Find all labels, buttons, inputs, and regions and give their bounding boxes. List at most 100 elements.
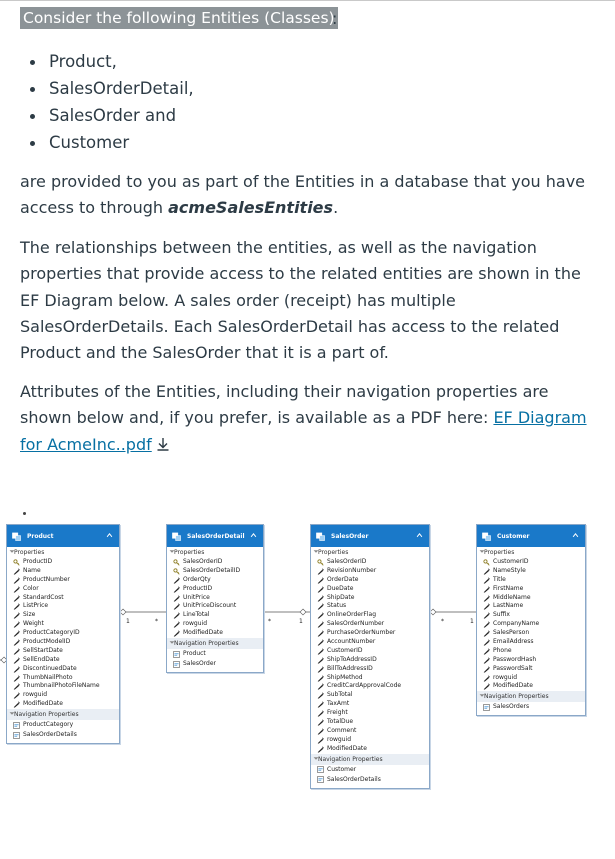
- property-row: Color: [13, 585, 119, 594]
- property-icon: [317, 586, 324, 593]
- key-icon: [173, 559, 180, 566]
- customer-end-diamond: [429, 608, 437, 616]
- property-name: Status: [327, 602, 347, 610]
- property-icon: [13, 586, 20, 593]
- property-name: ShipDate: [327, 593, 355, 601]
- property-icon: [317, 568, 324, 575]
- property-name: ModifiedDate: [23, 700, 63, 708]
- download-icon[interactable]: [155, 436, 171, 452]
- property-row: SalesOrderDetailID: [173, 567, 263, 576]
- property-icon: [13, 683, 20, 691]
- intro-text: are provided to you as part of the Entit…: [20, 172, 585, 218]
- properties-section-label[interactable]: Properties: [311, 547, 429, 558]
- property-row: rowguid: [13, 691, 119, 700]
- property-name: LastName: [493, 602, 524, 610]
- property-icon: [317, 728, 324, 735]
- navigation-row: SalesOrders: [483, 702, 585, 712]
- property-name: rowguid: [327, 735, 351, 743]
- property-row: ModifiedDate: [173, 629, 263, 638]
- property-icon: [483, 586, 490, 593]
- property-icon: [483, 603, 490, 611]
- property-name: SalesOrderID: [327, 558, 367, 565]
- property-name: DiscontinuedDate: [23, 664, 77, 672]
- navigation-property-icon: [173, 660, 180, 668]
- property-row: rowguid: [483, 674, 585, 683]
- collapse-icon[interactable]: [572, 532, 579, 538]
- property-row: ShipMethod: [317, 674, 429, 683]
- entity-icon: [316, 532, 325, 541]
- detail-many-label: *: [155, 618, 158, 625]
- navigation-name: Customer: [327, 765, 357, 773]
- bullet-dot: [23, 512, 26, 515]
- property-icon: [13, 657, 20, 664]
- property-icon: [13, 603, 20, 611]
- collapse-icon[interactable]: [416, 532, 423, 538]
- property-name: CreditCardApprovalCode: [327, 682, 402, 690]
- property-icon: [317, 630, 324, 637]
- property-row: ModifiedDate: [13, 700, 119, 709]
- navigation-property-icon: [317, 766, 324, 773]
- property-icon: [317, 683, 324, 691]
- navigation-property-icon: [483, 704, 490, 711]
- properties-section-label[interactable]: Properties: [167, 547, 263, 558]
- property-row: ProductCategoryID: [13, 629, 119, 638]
- property-name: AccountNumber: [327, 638, 376, 646]
- property-icon: [317, 737, 324, 744]
- property-row: ProductID: [173, 585, 263, 594]
- property-name: ProductID: [23, 558, 53, 565]
- property-row: Suffix: [483, 611, 585, 620]
- key-icon: [483, 559, 490, 566]
- property-name: StandardCost: [23, 593, 64, 601]
- property-name: ShipMethod: [327, 673, 363, 681]
- entity-icon: [482, 532, 491, 541]
- property-row: LineTotal: [173, 611, 263, 620]
- collapse-icon[interactable]: [106, 532, 113, 538]
- detail-order-many-label: *: [268, 618, 271, 625]
- property-row: NameStyle: [483, 567, 585, 576]
- property-name: ThumbNailPhoto: [23, 673, 73, 681]
- collapse-icon[interactable]: [250, 532, 257, 538]
- property-row: ShipToAddressID: [317, 656, 429, 665]
- property-row: Size: [13, 611, 119, 620]
- top-divider: [0, 0, 615, 1]
- property-icon: [317, 746, 324, 753]
- navigation-name: SalesOrders: [493, 703, 530, 711]
- property-icon: [483, 621, 490, 628]
- property-icon: [13, 612, 20, 619]
- navigation-section-label[interactable]: Navigation Properties: [7, 709, 119, 721]
- navigation-section-label[interactable]: Navigation Properties: [167, 638, 263, 650]
- property-name: SalesOrderDetailID: [183, 566, 241, 574]
- navigation-section-label[interactable]: Navigation Properties: [311, 753, 429, 765]
- property-row: BillToAddressID: [317, 665, 429, 674]
- property-name: Weight: [23, 620, 44, 628]
- properties-section-label[interactable]: Properties: [7, 547, 119, 558]
- navigation-section-label[interactable]: Navigation Properties: [477, 691, 585, 703]
- property-icon: [317, 648, 324, 655]
- order-one-label: 1: [299, 618, 303, 625]
- property-name: ModifiedDate: [183, 629, 223, 637]
- navigation-name: SalesOrderDetails: [327, 775, 381, 783]
- property-row: Weight: [13, 620, 119, 629]
- entity-title-salesorderdetail: SalesOrderDetail: [187, 532, 245, 540]
- property-name: RevisionNumber: [327, 566, 377, 574]
- property-icon: [483, 683, 490, 691]
- order-end-diamond: [299, 608, 307, 616]
- property-row: MiddleName: [483, 594, 585, 603]
- property-name: ShipToAddressID: [327, 655, 377, 663]
- properties-section-label[interactable]: Properties: [477, 547, 585, 558]
- property-row: PasswordHash: [483, 656, 585, 665]
- property-row: CustomerID: [317, 647, 429, 656]
- property-name: PurchaseOrderNumber: [327, 629, 396, 637]
- pdf-download-link[interactable]: EF Diagram for AcmeInc..pdf: [20, 408, 587, 454]
- property-icon: [317, 719, 324, 726]
- key-icon: [173, 568, 180, 575]
- entity-bullet-customer: Customer: [30, 129, 194, 156]
- property-icon: [483, 674, 490, 682]
- heading-colon: :: [332, 9, 338, 28]
